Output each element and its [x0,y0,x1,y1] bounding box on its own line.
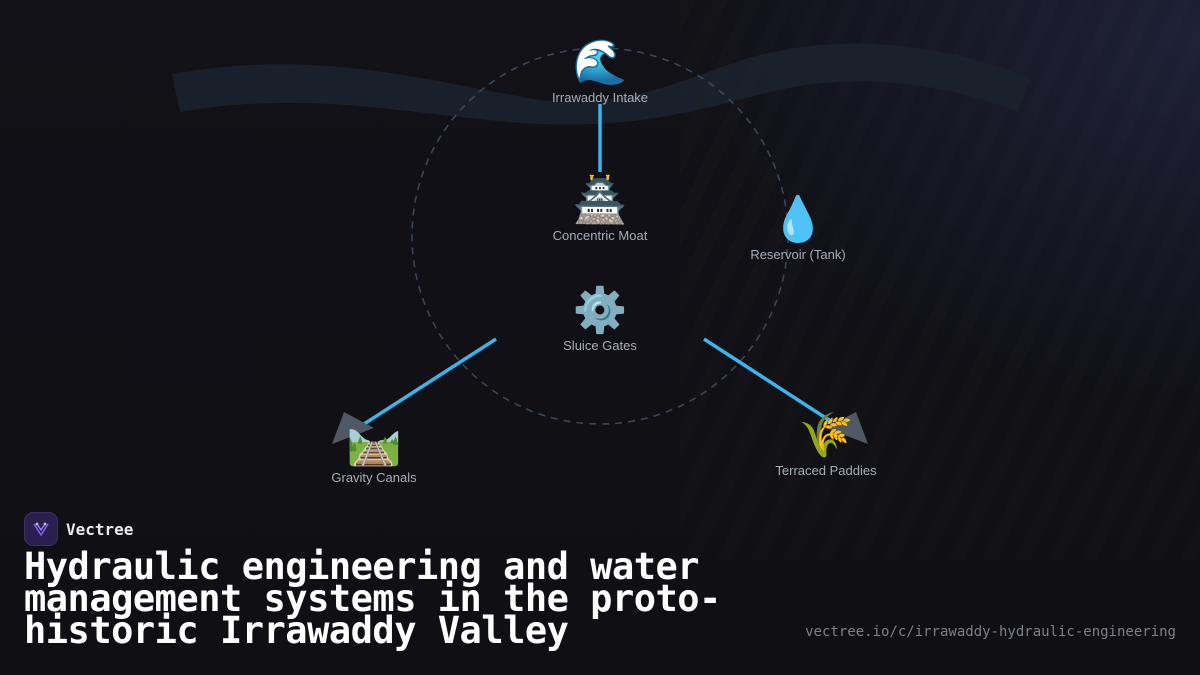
edge-sluice-canals [363,337,497,426]
node-sluice-gates[interactable]: ⚙️ Sluice Gates [500,285,700,354]
node-label: Sluice Gates [563,338,637,353]
node-gravity-canals[interactable]: 🛤️ Gravity Canals [274,417,474,486]
edge-sluice-paddies [703,337,833,424]
node-label: Terraced Paddies [775,463,877,478]
brand[interactable]: Vectree [24,512,133,546]
moat-ring [411,47,789,425]
railway-track-icon: 🛤️ [346,417,402,468]
gear-icon: ⚙️ [572,285,628,336]
droplet-icon: 💧 [770,194,826,245]
page-url[interactable]: vectree.io/c/irrawaddy-hydraulic-enginee… [805,624,1176,640]
node-label: Irrawaddy Intake [551,90,649,105]
node-concentric-moat[interactable]: 🏯 Concentric Moat [500,175,700,244]
node-label: Gravity Canals [331,470,417,485]
water-wave-icon: 🌊 [572,37,628,88]
node-label: Reservoir (Tank) [750,247,846,262]
node-label: Concentric Moat [552,228,648,243]
node-irrawaddy-intake[interactable]: 🌊 Irrawaddy Intake [500,37,700,106]
node-terraced-paddies[interactable]: 🌾 Terraced Paddies [726,410,926,479]
vectree-logo-icon [24,512,58,546]
brand-name: Vectree [66,519,134,539]
river-band [172,43,1030,125]
castle-icon: 🏯 [572,175,628,226]
arrowhead-canals [332,412,374,444]
background-rays [680,0,1200,560]
node-reservoir-tank[interactable]: 💧 Reservoir (Tank) [698,194,898,263]
page-title: Hydraulic engineering and water manageme… [24,545,721,652]
arrowhead-paddies [826,412,868,444]
rice-sheaf-icon: 🌾 [798,410,854,461]
